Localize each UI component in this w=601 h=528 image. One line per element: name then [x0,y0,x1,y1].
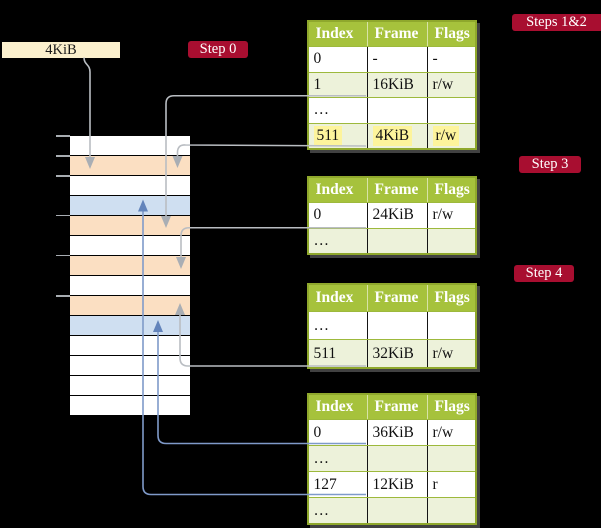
table-cell: 127 [313,476,337,493]
memory-row [70,235,190,255]
table-cell: r/w [426,420,475,445]
memory-row [70,136,190,155]
table-cell [426,498,475,523]
table-cell: … [313,231,330,249]
memory-tick [56,135,70,137]
memory-row [70,315,190,335]
header-cell-flags: Flags [426,178,475,202]
table-row: 511 32KiB r/w [308,339,475,367]
steps12-badge: Steps 1&2 [512,14,601,31]
table-cell: … [313,101,330,118]
table-header-row: Index Frame Flags [308,22,475,46]
table-cell [426,312,475,339]
memory-tick [56,254,70,257]
table-row: 0 24KiB r/w [308,202,475,228]
memory-tick [56,295,70,297]
table-cell: … [313,450,330,467]
table-cell: r [426,472,475,497]
memory-row [70,175,190,195]
table-row: … [308,227,475,253]
table-cell: - [366,47,427,72]
table-cell [366,228,427,253]
memory-row [70,395,190,415]
step0-badge: Step 0 [188,41,248,58]
table-cell [426,446,475,471]
table-header-row: Index Frame Flags [308,178,475,202]
level-2-page-table: Index Frame Flags … 511 32KiB r/w [306,283,477,369]
table-cell [366,312,427,339]
cr3-frame-label: 4KiB [45,42,77,58]
level-1-page-table: Index Frame Flags 0 36KiB r/w … 127 12Ki… [306,393,477,525]
header-cell-flags: Flags [426,395,475,419]
step3-badge: Step 3 [519,156,581,173]
table-row: … [308,445,475,471]
memory-row [70,335,190,355]
table-header-row: Index Frame Flags [308,285,475,311]
memory-row [70,275,190,295]
header-cell-index: Index [315,181,354,198]
table-cell: r/w [426,340,475,367]
table-cell: 32KiB [366,340,427,367]
memory-row [70,255,190,275]
highlighted-value: r/w [432,125,460,146]
table-cell: 0 [313,424,322,441]
table-row: 0 36KiB r/w [308,419,475,445]
table-cell [366,98,427,123]
level-3-page-table: Index Frame Flags 0 24KiB r/w … [306,176,477,255]
table-cell: 12KiB [366,472,427,497]
table-row: 0 - - [308,46,475,72]
header-cell-index: Index [315,25,354,42]
memory-row [70,155,190,175]
table-row: … [308,97,475,123]
table-cell: … [313,502,330,519]
table-cell: r/w [426,123,475,148]
table-cell: 36KiB [366,420,427,445]
table-cell: 24KiB [366,203,427,228]
memory-row [70,355,190,375]
table-cell: r/w [426,72,475,97]
step4-badge: Step 4 [514,265,574,282]
table-cell: 4KiB [366,123,427,148]
table-cell: 511 [309,124,367,149]
table-cell: r/w [426,203,475,228]
memory-row [70,375,190,395]
memory-tick [56,155,70,157]
header-cell-flags: Flags [426,285,475,311]
header-cell-frame: Frame [366,285,427,311]
table-row-recursive-entry: 511 4KiB r/w [308,122,475,149]
table-row: 127 12KiB r [308,471,475,497]
table-cell: 511 [313,345,337,362]
highlighted-value: 4KiB [372,125,413,146]
table-cell [366,446,427,471]
table-row: … [308,497,475,523]
memory-tick [56,175,70,177]
level-4-page-table: Index Frame Flags 0 - - 1 16KiB r/w … 51… [306,20,477,150]
table-row: 1 16KiB r/w [308,71,475,97]
header-cell-frame: Frame [366,22,427,46]
table-cell: 0 [313,206,322,223]
table-cell: - [426,47,475,72]
memory-row [70,215,190,235]
table-cell: 16KiB [366,72,427,97]
header-cell-frame: Frame [366,395,427,419]
header-cell-frame: Frame [366,178,427,202]
table-row: … [308,311,475,339]
table-cell [366,498,427,523]
table-cell: 1 [313,75,322,93]
table-cell [426,228,475,253]
table-cell [426,98,475,123]
memory-row [70,195,190,215]
highlighted-value: 511 [313,125,343,146]
table-cell: … [313,317,330,334]
cr3-frame-box: 4KiB [2,42,120,58]
table-header-row: Index Frame Flags [308,395,475,419]
memory-tick [56,214,70,217]
table-cell: 0 [313,50,322,67]
memory-row [70,295,190,315]
header-cell-index: Index [315,289,354,306]
physical-memory-column [70,136,190,415]
header-cell-flags: Flags [426,22,475,46]
header-cell-index: Index [315,398,354,415]
